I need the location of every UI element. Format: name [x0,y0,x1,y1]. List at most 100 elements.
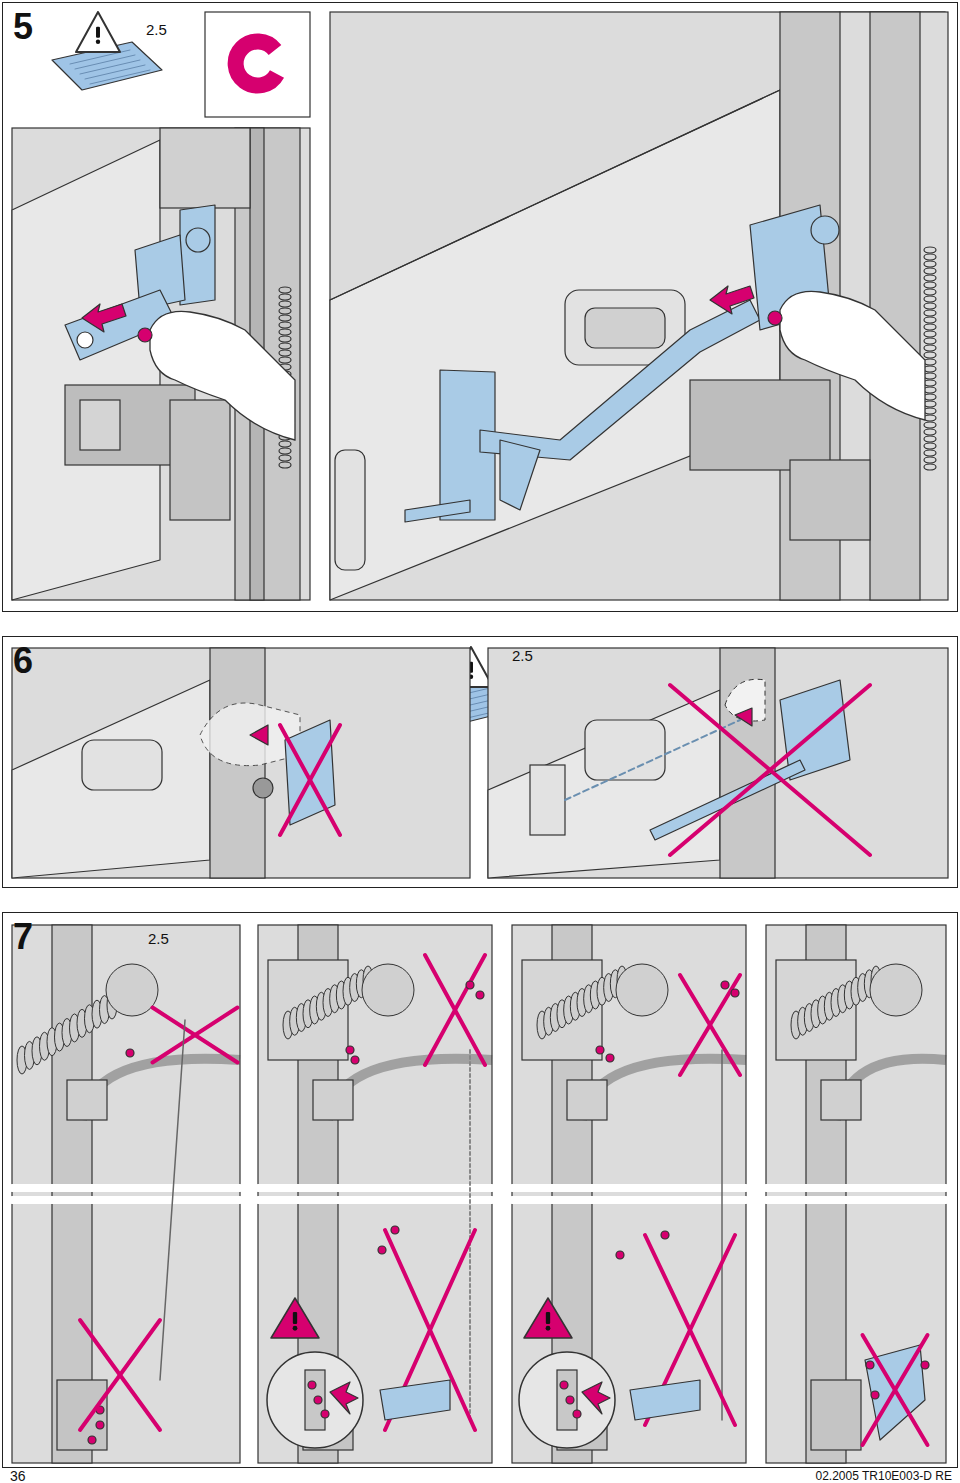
coiled-cable [924,296,936,302]
forbidden-cross [670,685,870,855]
rail-stud [253,778,273,798]
coiled-cable [924,373,936,379]
door-panel [12,680,210,878]
booklet-line [80,60,140,74]
direction-arrow [250,725,268,745]
direction-arrow [330,1382,358,1414]
view-break [512,1196,746,1204]
forbidden-cross [280,725,340,835]
panel-joint [330,90,780,300]
step-number: 6 [3,637,33,679]
screw [871,1391,879,1399]
forbidden-cross [680,975,740,1075]
coiled-cable [279,462,291,468]
coiled-cable [924,380,936,386]
warning-triangle [76,12,120,52]
coiled-cable [924,408,936,414]
exclamation-bar [293,1312,297,1324]
lock-plate [530,765,565,835]
door-handle [82,740,162,790]
screw [314,1396,322,1404]
booklet-line [90,70,150,84]
coiled-cable [924,282,936,288]
screw [566,1396,574,1404]
roller-holder [313,1080,353,1120]
screw [308,1381,316,1389]
removed-rod [565,720,740,800]
coiled-cable [279,315,291,321]
coiled-cable [279,336,291,342]
bottom-bracket-part [630,1380,700,1420]
vertical-rail [720,648,775,878]
coiled-cable [924,387,936,393]
scene-background [766,925,946,1463]
booklet-line [85,65,145,79]
step-number: 5 [3,3,33,45]
cable-drum [870,964,922,1016]
roller-holder [821,1080,861,1120]
coiled-cable [924,261,936,267]
bottom-bracket [57,1380,107,1450]
spring-bracket [268,960,348,1060]
step-number: 7 [3,913,33,955]
coiled-cable [924,401,936,407]
coiled-cable [924,394,936,400]
coiled-cable [924,457,936,463]
bracket [180,205,215,305]
coiled-cable [924,415,936,421]
coiled-cable [279,301,291,307]
forbidden-cross [153,1008,238,1063]
section-reference: 2.5 [148,931,169,946]
direction-arrow [582,1382,610,1414]
scene-background [12,648,470,878]
exclamation-bar [546,1312,550,1324]
screw [346,1046,354,1054]
connecting-rod [650,760,805,840]
screw [126,1049,134,1057]
forbidden-cross [670,685,870,855]
coiled-cable [924,268,936,274]
warning-triangle [271,1298,319,1338]
cable [160,1020,185,1380]
forbidden-cross [80,1320,160,1430]
direction-arrow [735,708,752,726]
forbidden-cross [863,1335,928,1445]
view-break [766,1196,946,1204]
section-reference: 2.5 [512,648,533,663]
bracket-hole [811,216,839,244]
coiled-cable [279,294,291,300]
motor-housing [690,380,830,470]
spring-bracket [776,960,856,1060]
view-break [258,1196,492,1204]
bottom-bracket [790,460,870,540]
coiled-cable [924,254,936,260]
booklet-line [75,55,135,69]
screw [476,991,484,999]
screw [606,1054,614,1062]
coiled-cable [924,345,936,351]
coiled-cable [279,322,291,328]
coiled-cable [924,338,936,344]
bottom-bracket-part [380,1380,450,1420]
door-handle [335,450,365,570]
screw [721,981,729,989]
screw [321,1410,329,1418]
coiled-cable [924,422,936,428]
lock-bolt [405,500,470,522]
screw [96,1421,104,1429]
roller-holder [67,1080,107,1120]
door-panel [330,90,780,600]
part-icon-frame [205,12,310,117]
spring-bracket [522,960,602,1060]
coiled-cable [924,464,936,470]
forbidden-cross [680,975,740,1075]
exclamation-bar [96,27,100,38]
coiled-cable [279,357,291,363]
roller-holder [567,1080,607,1120]
cable-drum [362,964,414,1016]
page-number: 36 [10,1469,26,1483]
view-break [12,1184,240,1192]
view-break [258,1184,492,1192]
exclamation-dot [96,40,100,44]
coiled-cable [924,331,936,337]
